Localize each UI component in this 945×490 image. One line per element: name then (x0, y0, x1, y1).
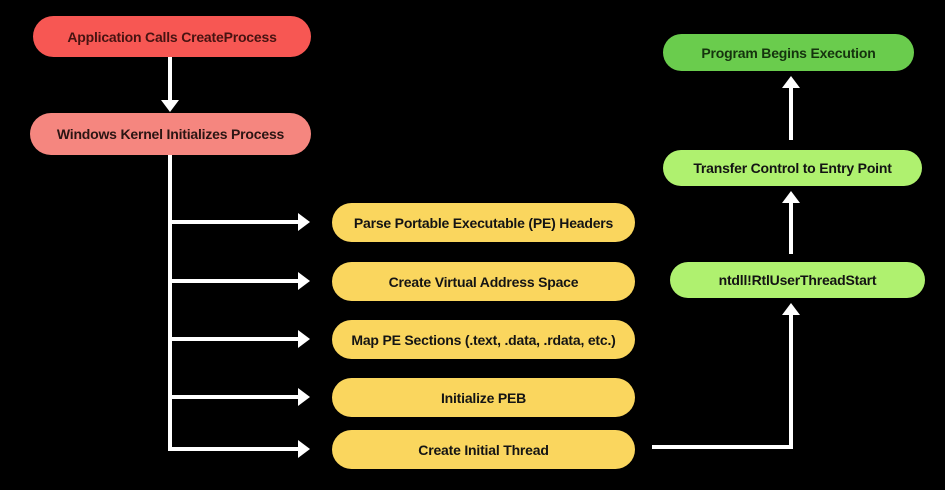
edge-ntdll-to-transfer-line (789, 203, 793, 254)
node-transfer-control-to-entry-point: Transfer Control to Entry Point (663, 150, 922, 186)
edge-kernel-to-mapsections-arrowhead-icon (298, 330, 310, 348)
edge-kernel-to-mapsections-line (168, 337, 298, 341)
edge-kernel-to-createthread-line (168, 447, 298, 451)
edge-kernel-to-createvas-line (168, 279, 298, 283)
node-program-begins-execution: Program Begins Execution (663, 34, 914, 71)
node-ntdll-rtluserthreadstart: ntdll!RtlUserThreadStart (670, 262, 925, 298)
edge-transfer-to-program-arrowhead-icon (782, 76, 800, 88)
edge-ntdll-to-transfer-arrowhead-icon (782, 191, 800, 203)
node-map-pe-sections: Map PE Sections (.text, .data, .rdata, e… (332, 320, 635, 359)
node-create-initial-thread: Create Initial Thread (332, 430, 635, 469)
node-parse-pe-headers: Parse Portable Executable (PE) Headers (332, 203, 635, 242)
edge-kernel-to-createvas-arrowhead-icon (298, 272, 310, 290)
edge-transfer-to-program-line (789, 88, 793, 140)
edge-createthread-to-ntdll-hline (652, 445, 793, 449)
node-windows-kernel-initializes-process: Windows Kernel Initializes Process (30, 113, 311, 155)
edge-createthread-to-ntdll-arrowhead-icon (782, 303, 800, 315)
node-application-calls-createprocess: Application Calls CreateProcess (33, 16, 311, 57)
edge-kernel-to-initpeb-line (168, 395, 298, 399)
edge-createthread-to-ntdll-vline (789, 315, 793, 449)
node-create-virtual-address-space: Create Virtual Address Space (332, 262, 635, 301)
edge-kernel-to-parse-line (168, 220, 298, 224)
node-initialize-peb: Initialize PEB (332, 378, 635, 417)
edge-kernel-to-createthread-arrowhead-icon (298, 440, 310, 458)
edge-kernel-branch-spine-line (168, 155, 172, 451)
edge-kernel-to-initpeb-arrowhead-icon (298, 388, 310, 406)
edge-appcalls-to-kernel-line (168, 57, 172, 100)
edge-kernel-to-parse-arrowhead-icon (298, 213, 310, 231)
edge-appcalls-to-kernel-arrowhead-icon (161, 100, 179, 112)
